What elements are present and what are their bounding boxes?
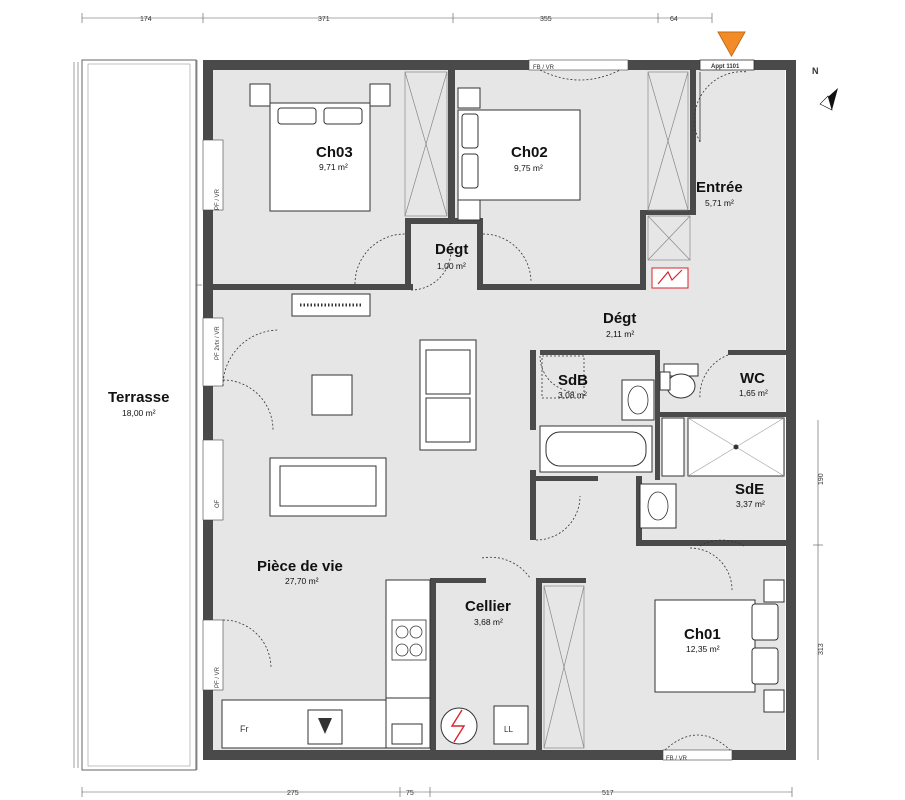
coffee-table — [311, 374, 353, 416]
room-area-wc: 1,65 m² — [739, 388, 768, 398]
dim-top-1: 174 — [140, 16, 152, 23]
bottom-window — [662, 749, 733, 761]
ch01-bed — [654, 579, 785, 713]
dim-right-1: 190 — [818, 473, 825, 485]
room-area-ch03: 9,71 m² — [319, 162, 348, 172]
window-label-left1: PF / VR — [215, 188, 221, 210]
exterior-walls — [203, 60, 796, 760]
room-name-ch01: Ch01 — [684, 626, 721, 643]
living-door-2 — [222, 379, 274, 431]
entree-door — [694, 71, 749, 143]
dim-top-2: 371 — [318, 16, 330, 23]
window-label-left4: PF / VR — [215, 666, 221, 688]
living-door-1 — [222, 329, 280, 387]
room-name-wc: WC — [740, 370, 765, 387]
sdb-door — [539, 355, 577, 393]
dim-bottom-1: 275 — [287, 790, 299, 797]
room-area-terrasse: 18,00 m² — [122, 408, 156, 418]
sdb-sink — [621, 379, 655, 421]
ch01-window-swing — [664, 734, 731, 751]
window-label-left2: PF 2vtx / VR — [215, 326, 221, 360]
kitchen-counter — [221, 579, 431, 749]
room-area-ch02: 9,75 m² — [514, 163, 543, 173]
top-window — [528, 59, 629, 71]
top-window-swing — [539, 69, 621, 81]
ch02-closet — [647, 71, 689, 211]
dim-bottom-2: 75 — [406, 790, 414, 797]
dim-top-3: 355 — [540, 16, 552, 23]
north-arrow-icon — [819, 88, 838, 111]
room-name-piece-de-vie: Pièce de vie — [257, 558, 343, 575]
cooktop-icon — [391, 619, 427, 661]
ch01-door — [689, 547, 733, 591]
window-label-bottom: FB / VR — [666, 756, 688, 762]
room-name-sde: SdE — [735, 481, 764, 498]
room-area-sdb: 3,08 m² — [558, 390, 587, 400]
sdb-rotation-circle — [541, 355, 585, 399]
room-name-terrasse: Terrasse — [108, 389, 169, 406]
ch02-bed — [457, 87, 581, 221]
window-label-top: FB / VR — [533, 65, 555, 71]
interior-walls — [213, 70, 786, 750]
dining-table — [419, 339, 477, 451]
room-area-degt2: 2,11 m² — [606, 329, 634, 339]
entree-closet — [647, 215, 691, 261]
terrace-area — [81, 59, 197, 771]
ch03-door — [354, 233, 406, 285]
dimension-lines — [81, 13, 823, 797]
sofa — [269, 457, 387, 517]
washing-label: LL — [504, 725, 513, 734]
dim-right-2: 313 — [818, 643, 825, 655]
terrace-railing — [73, 62, 79, 768]
fridge-label: Fr — [240, 724, 249, 734]
cellier-door — [481, 556, 531, 579]
room-area-cellier: 3,68 m² — [474, 617, 503, 627]
room-area-sde: 3,37 m² — [736, 499, 765, 509]
appt-label-box — [699, 59, 755, 71]
hall-closet — [543, 585, 585, 749]
dim-bottom-3: 517 — [602, 790, 614, 797]
sdb-entry-door — [535, 495, 581, 541]
room-name-ch03: Ch03 — [316, 144, 353, 161]
room-name-degt1: Dégt — [435, 241, 468, 258]
living-door-3 — [222, 619, 272, 669]
room-name-degt2: Dégt — [603, 310, 636, 327]
toilet — [663, 363, 699, 399]
window-label-left3: OF — [215, 499, 221, 508]
bathtub — [539, 425, 653, 473]
left-windows — [202, 139, 224, 691]
room-name-cellier: Cellier — [465, 598, 511, 615]
room-area-piece-de-vie: 27,70 m² — [285, 576, 319, 586]
ch02-door — [482, 233, 532, 283]
ch03-bed — [249, 83, 391, 212]
room-name-ch02: Ch02 — [511, 144, 548, 161]
room-area-entree: 5,71 m² — [705, 198, 734, 208]
kitchen-sink — [307, 709, 343, 745]
dim-top-4: 64 — [670, 16, 678, 23]
sde-sink — [639, 483, 677, 529]
room-name-sdb: SdB — [558, 372, 588, 389]
sde-door — [699, 539, 745, 547]
appt-label: Appt 1101 — [711, 64, 740, 70]
washing-machine — [493, 705, 529, 745]
radiator-living — [291, 293, 371, 317]
wc-handbasin — [659, 371, 671, 391]
wc-door — [699, 354, 729, 400]
entry-arrow-icon — [717, 31, 746, 58]
ch03-closet — [404, 71, 448, 217]
room-area-degt1: 1,00 m² — [437, 261, 466, 271]
room-name-entree: Entrée — [696, 179, 743, 196]
electrical-panel-icon — [651, 267, 689, 289]
room-area-ch01: 12,35 m² — [686, 644, 720, 654]
north-label: N — [812, 66, 819, 76]
water-heater-icon — [440, 707, 478, 745]
shower — [687, 417, 785, 477]
shower-screen — [661, 417, 685, 477]
